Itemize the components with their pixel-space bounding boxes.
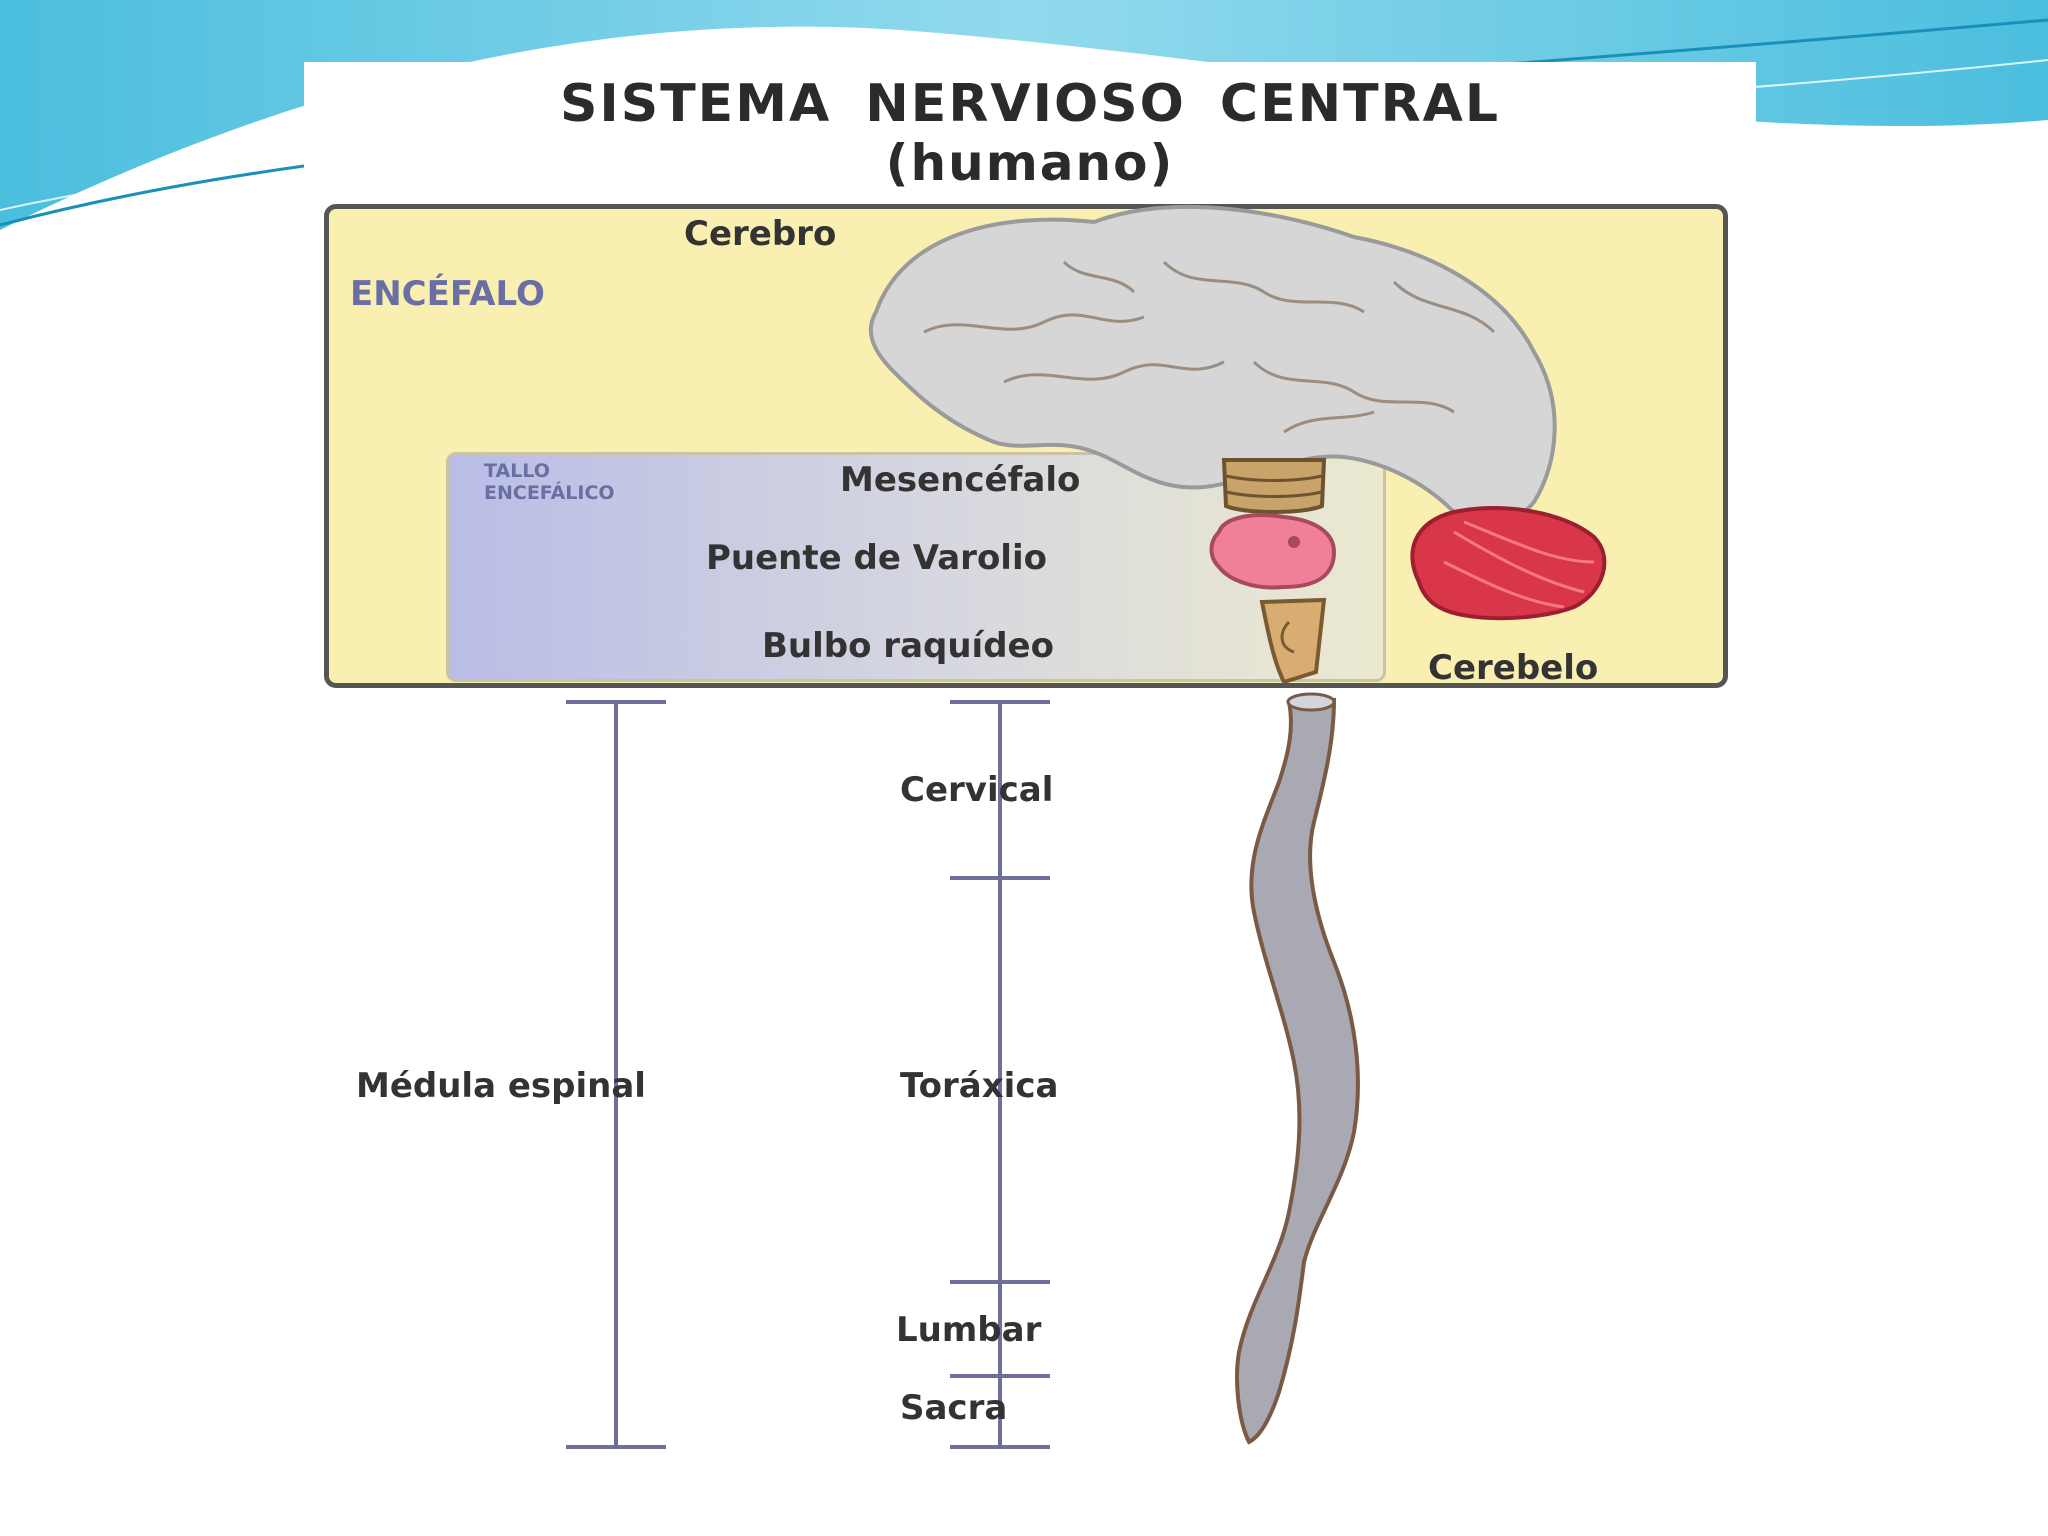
label-puente: Puente de Varolio <box>706 538 1047 578</box>
label-mesencefalo: Mesencéfalo <box>840 460 1081 500</box>
label-cerebelo: Cerebelo <box>1428 648 1599 688</box>
label-medula-espinal: Médula espinal <box>356 1066 646 1106</box>
label-toraxica: Toráxica <box>900 1066 1059 1106</box>
bulbo-illustration <box>1259 597 1327 685</box>
figure-title: SISTEMA NERVIOSO CENTRAL <box>559 74 1501 134</box>
segments-scale <box>950 700 1050 1449</box>
spinal-cord-illustration <box>1235 692 1360 1445</box>
label-cervical: Cervical <box>900 770 1054 810</box>
puente-illustration <box>1209 513 1337 590</box>
cns-figure: SISTEMA NERVIOSO CENTRAL (humano) <box>304 62 1756 1480</box>
label-bulbo: Bulbo raquídeo <box>762 626 1054 666</box>
mesencefalo-illustration <box>1221 458 1327 514</box>
label-lumbar: Lumbar <box>896 1310 1042 1350</box>
label-tallo: TALLO ENCEFÁLICO <box>484 460 615 504</box>
label-tallo-line2: ENCEFÁLICO <box>484 482 615 504</box>
label-tallo-line1: TALLO <box>484 460 550 482</box>
label-sacra: Sacra <box>900 1388 1008 1428</box>
cerebellum-illustration <box>1410 506 1607 621</box>
anatomy-drawing <box>566 204 1607 1449</box>
medula-scale <box>566 700 666 1449</box>
figure-subtitle: (humano) <box>885 134 1175 192</box>
label-encefalo: ENCÉFALO <box>350 274 545 314</box>
top-swoosh-band <box>0 0 2048 230</box>
label-cerebro: Cerebro <box>684 214 837 254</box>
